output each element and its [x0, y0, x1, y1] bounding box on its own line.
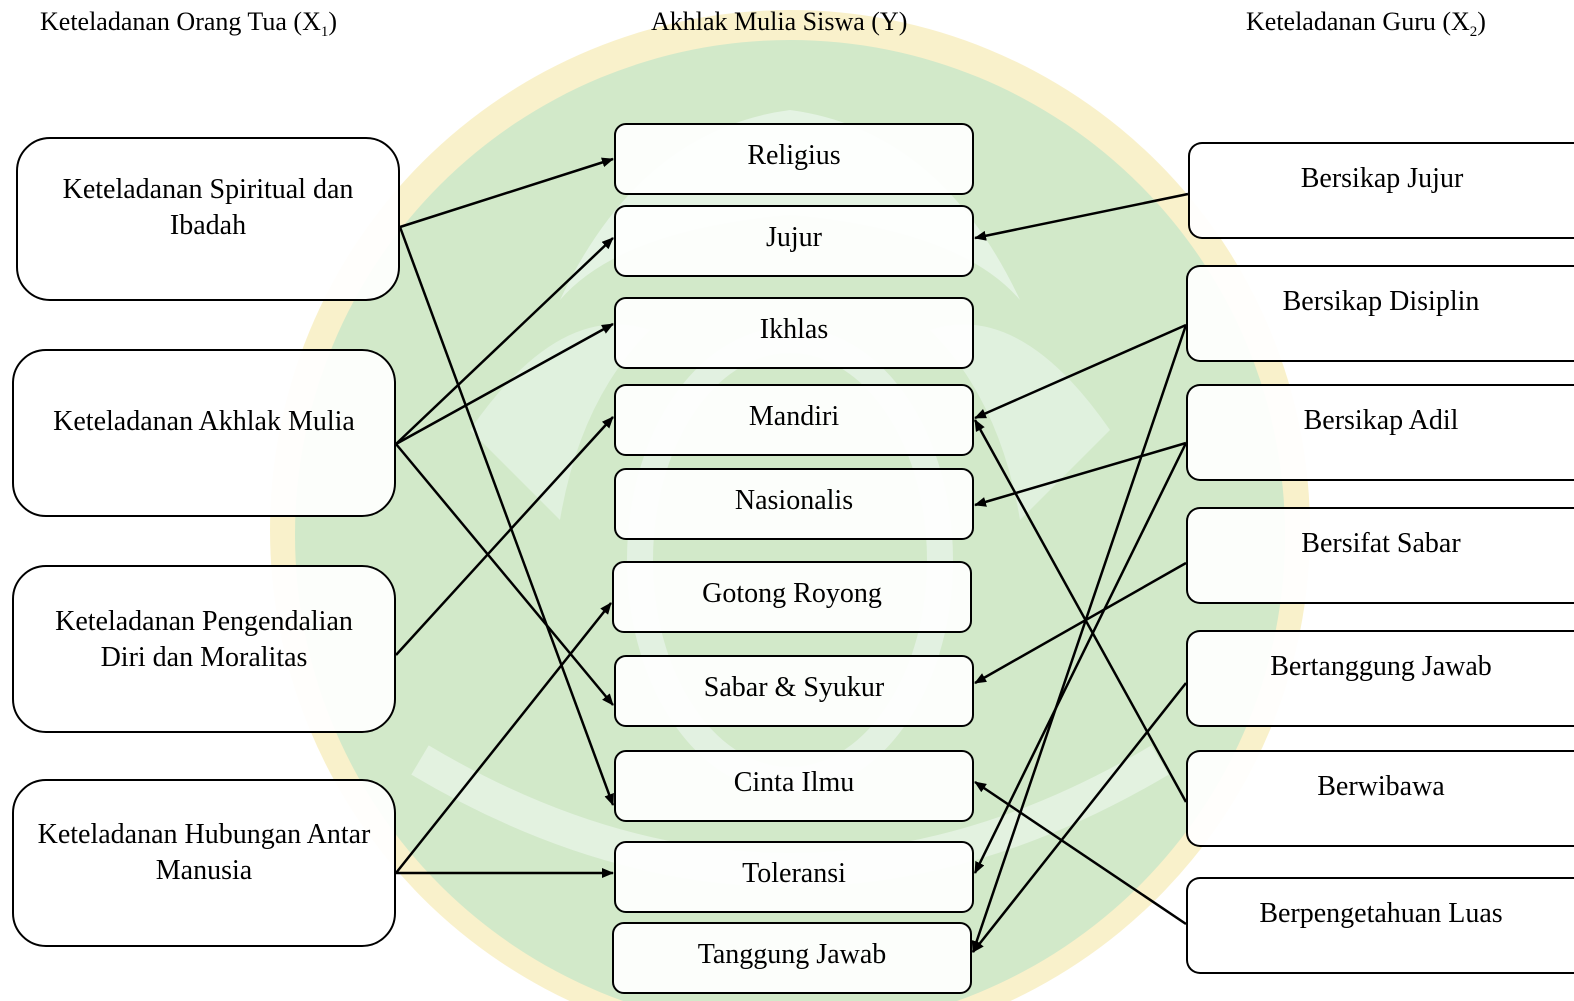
character-cinta-ilmu-node: Cinta Ilmu [614, 750, 974, 822]
teacher-modeling-header: Keteladanan Guru (X2) [1246, 7, 1486, 41]
character-nasionalis-node: Nasionalis [614, 468, 974, 540]
parent-akhlak-node: Keteladanan Akhlak Mulia [12, 349, 396, 517]
character-ikhlas-node: Ikhlas [614, 297, 974, 369]
character-tanggung-jawab-node: Tanggung Jawab [612, 922, 972, 994]
teacher-wibawa-node: Berwibawa [1186, 750, 1574, 847]
teacher-disiplin-node: Bersikap Disiplin [1186, 265, 1574, 362]
student-character-header: Akhlak Mulia Siswa (Y) [651, 7, 908, 36]
character-religius-node: Religius [614, 123, 974, 195]
parent-spiritual-node: Keteladanan Spiritual dan Ibadah [16, 137, 400, 301]
teacher-pengetahuan-node: Berpengetahuan Luas [1186, 877, 1574, 974]
character-gotong-royong-node: Gotong Royong [612, 561, 972, 633]
teacher-tanggung-jawab-node: Bertanggung Jawab [1186, 630, 1574, 727]
parent-human-relations-node: Keteladanan Hubungan Antar Manusia [12, 779, 396, 947]
parent-self-control-node: Keteladanan Pengendalian Diri dan Morali… [12, 565, 396, 733]
teacher-jujur-node: Bersikap Jujur [1188, 142, 1574, 239]
character-mandiri-node: Mandiri [614, 384, 974, 456]
teacher-adil-node: Bersikap Adil [1186, 384, 1574, 481]
teacher-sabar-node: Bersifat Sabar [1186, 507, 1574, 604]
character-sabar-syukur-node: Sabar & Syukur [614, 655, 974, 727]
character-toleransi-node: Toleransi [614, 841, 974, 913]
character-jujur-node: Jujur [614, 205, 974, 277]
parent-modeling-header: Keteladanan Orang Tua (X1) [40, 7, 338, 41]
